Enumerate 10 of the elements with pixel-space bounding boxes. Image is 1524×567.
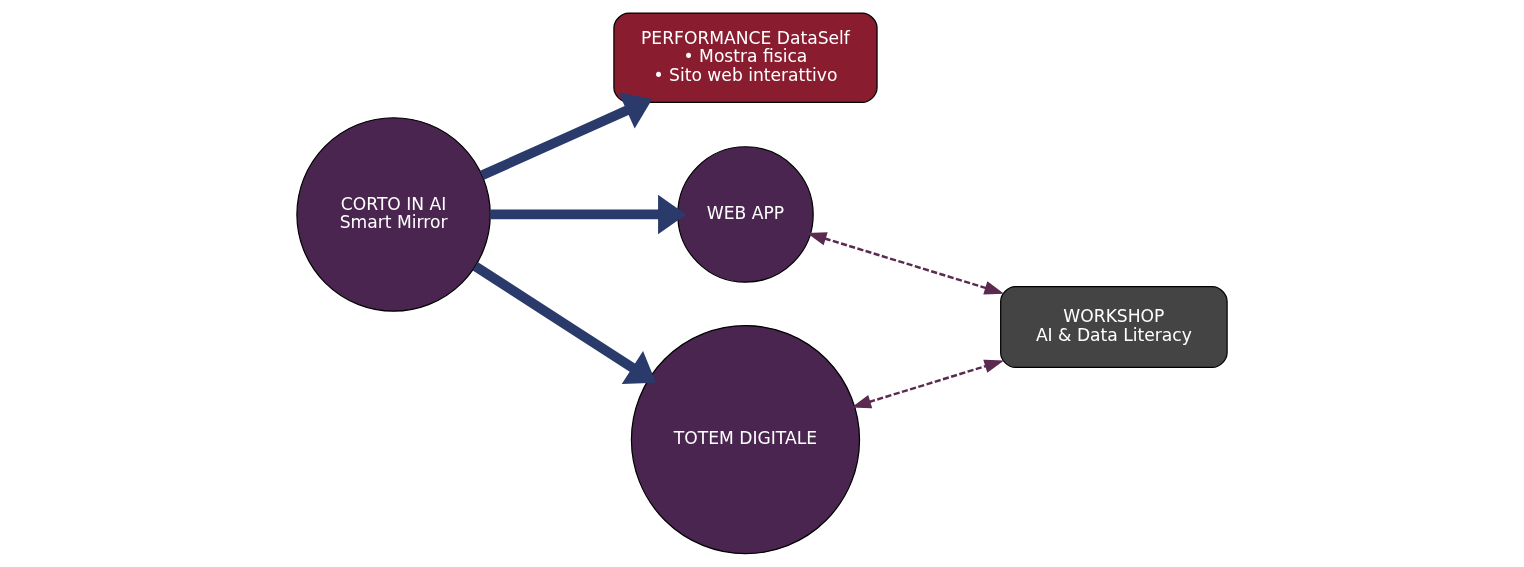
- arrow: [490, 194, 687, 235]
- node-box: PERFORMANCE DataSelf • Mostra fisica • Sito web interattivo: [613, 12, 878, 104]
- arrow: [472, 262, 657, 385]
- node-circle: WEB APP: [677, 146, 814, 283]
- node-circle: TOTEM DIGITALE: [630, 325, 861, 555]
- arrow: [851, 359, 1005, 409]
- node-circle: CORTO IN AI Smart Mirror: [296, 117, 491, 312]
- node-box: WORKSHOP AI & Data Literacy: [1000, 286, 1228, 369]
- arrow: [480, 92, 653, 180]
- arrow: [806, 232, 1005, 295]
